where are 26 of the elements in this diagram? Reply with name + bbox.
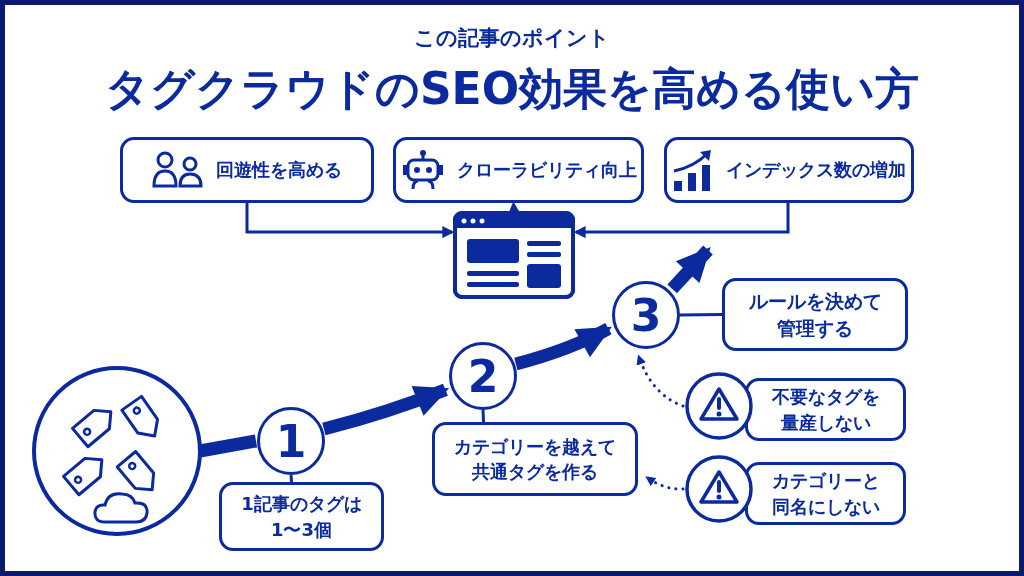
dotted-arrow	[636, 354, 685, 408]
arrow	[245, 203, 455, 239]
title: タグクラウドのSEO効果を高める使い方	[103, 62, 921, 116]
point-box	[393, 137, 644, 203]
connector-line	[680, 313, 722, 317]
note-box: カテゴリーと同名にしない	[745, 462, 906, 525]
point-text: クローラビリティ向上	[456, 158, 637, 182]
step-circle: 1	[257, 407, 325, 475]
arrow	[514, 322, 612, 371]
step-circle: 3	[612, 281, 680, 349]
connector-line	[481, 409, 485, 423]
point-text: インデックス数の増加	[726, 158, 906, 182]
arrow	[667, 245, 713, 294]
note-box: ルールを決めて管理する	[722, 278, 908, 351]
arrow	[508, 201, 521, 214]
dotted-arrow	[645, 476, 685, 491]
step-circle: 2	[449, 342, 517, 410]
point-box	[120, 137, 374, 203]
subtitle: この記事のポイント	[413, 25, 611, 52]
connector-line	[289, 474, 294, 483]
note-box: カテゴリーを越えて共通タグを作る	[432, 422, 638, 496]
point-text: 回遊性を高める	[216, 158, 342, 182]
note-box: 不要なタグを量産しない	[745, 378, 906, 441]
note-box: 1記事のタグは1〜3個	[219, 482, 384, 551]
arrow	[322, 383, 450, 436]
point-box	[664, 137, 914, 203]
